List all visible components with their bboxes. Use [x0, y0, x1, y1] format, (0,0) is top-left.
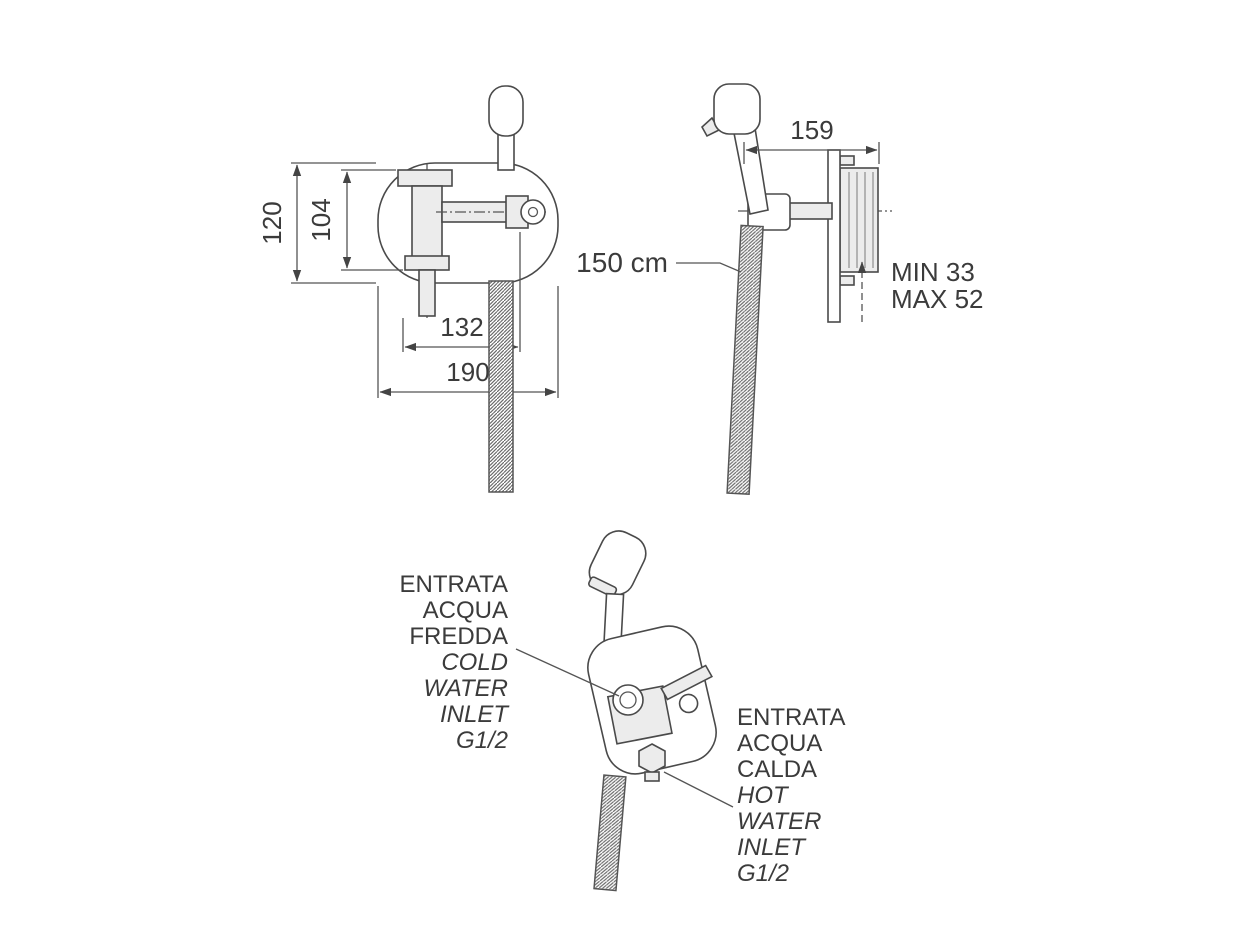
cartridge-cap	[397, 169, 453, 187]
outlet-port-center	[527, 206, 539, 218]
outlet-port	[520, 199, 546, 225]
wall-plate-side	[827, 149, 841, 323]
side-view: 159 150 cm MIN 33 MAX 52	[576, 83, 984, 495]
cold-water-port-inner	[619, 691, 637, 709]
hose-length-label: 150 cm	[576, 247, 668, 278]
hot-label-line: ACQUA	[737, 730, 822, 757]
hot-water-fitting	[644, 771, 660, 782]
hot-label-line: WATER	[737, 808, 821, 835]
cold-label-line: INLET	[440, 701, 510, 728]
hot-label-line: CALDA	[737, 756, 817, 783]
sprayer-head-perspective	[588, 530, 647, 598]
cold-label-line: FREDDA	[409, 623, 508, 650]
sprayer-head	[588, 530, 647, 596]
dim-132-label: 132	[440, 312, 483, 342]
mixer-outlet	[678, 693, 699, 714]
cold-label-line: WATER	[424, 675, 508, 702]
leader-line-hose	[676, 262, 742, 273]
fixing-screw-bottom	[839, 275, 855, 286]
sprayer-head-side	[713, 83, 761, 135]
fixing-screw-top	[839, 155, 855, 166]
front-view: 120 104 132 190	[257, 85, 559, 493]
cold-label-line: ENTRATA	[400, 571, 508, 598]
leader-line-hot	[663, 771, 734, 808]
hot-label-line: ENTRATA	[737, 704, 845, 731]
cold-label-line: G1/2	[456, 727, 508, 754]
flexible-hose-front	[488, 280, 514, 493]
inlet-pipe-down	[418, 269, 436, 317]
handle-knob	[488, 85, 524, 137]
cold-water-label: ENTRATA ACQUA FREDDA COLD WATER INLET G1…	[400, 571, 511, 754]
perspective-view: ENTRATA ACQUA FREDDA COLD WATER INLET G1…	[400, 530, 845, 892]
sprayer-handle	[732, 127, 769, 215]
dim-104-label: 104	[306, 198, 336, 241]
max-depth-label: MAX 52	[891, 284, 984, 314]
hot-label-line: INLET	[737, 834, 807, 861]
cartridge-body	[411, 185, 443, 259]
flexible-hose-perspective	[593, 774, 627, 892]
hose-band	[726, 224, 764, 495]
cold-label-line: ACQUA	[423, 597, 508, 624]
sprayer-face	[588, 576, 618, 598]
flexible-hose-side	[726, 224, 764, 495]
min-depth-label: MIN 33	[891, 257, 975, 287]
holder-arm	[785, 202, 833, 220]
hose-band	[593, 774, 627, 892]
dim-159-label: 159	[790, 115, 833, 145]
cold-water-port	[612, 684, 644, 716]
leader-line-cold	[515, 648, 620, 697]
cold-label-line: COLD	[441, 649, 508, 676]
in-wall-body	[839, 167, 879, 273]
hot-label-line: G1/2	[737, 860, 789, 887]
mixer-lever	[660, 664, 713, 701]
dim-190-label: 190	[446, 357, 489, 387]
hot-label-line: HOT	[737, 782, 790, 809]
hot-water-port	[638, 743, 666, 774]
cartridge-flange	[404, 255, 450, 271]
dim-120-label: 120	[257, 201, 287, 244]
hot-water-label: ENTRATA ACQUA CALDA HOT WATER INLET G1/2	[737, 704, 845, 887]
